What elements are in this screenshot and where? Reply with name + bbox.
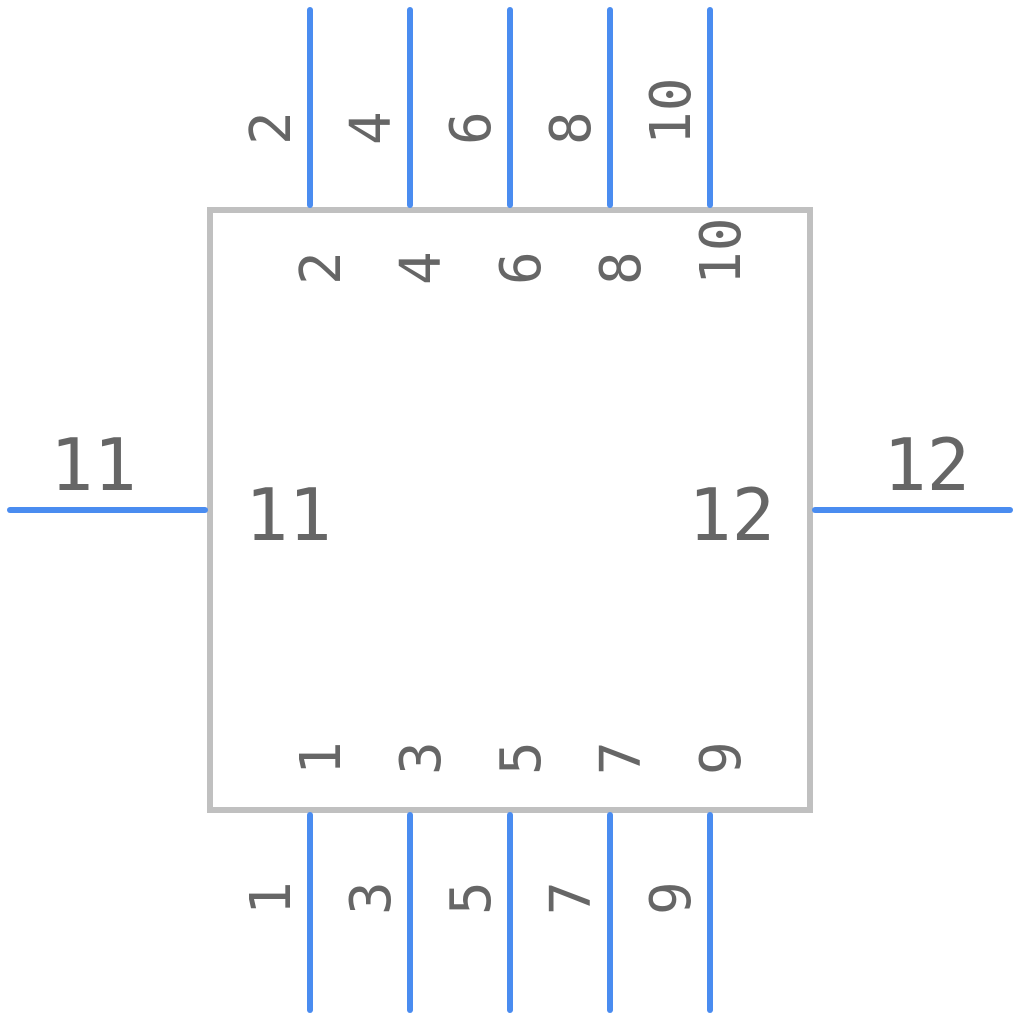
pins-layer xyxy=(7,7,1013,1013)
pin-10-name: 10 xyxy=(689,218,754,285)
pin-12-number: 12 xyxy=(883,423,970,507)
pin-9-number: 9 xyxy=(639,881,704,915)
pin-4-number: 4 xyxy=(339,111,404,145)
pin-6-name: 6 xyxy=(489,251,554,285)
pin-4-name: 4 xyxy=(389,251,454,285)
component-body xyxy=(207,207,813,813)
pin-11-name: 11 xyxy=(245,473,332,557)
pin-3-name: 3 xyxy=(389,741,454,775)
pin-1-number: 1 xyxy=(239,881,304,915)
pin-3-number: 3 xyxy=(339,881,404,915)
pin-7-number: 7 xyxy=(539,881,604,915)
pin-2-name: 2 xyxy=(289,251,354,285)
pin-8-name: 8 xyxy=(589,251,654,285)
pin-5-name: 5 xyxy=(489,741,554,775)
pin-5-number: 5 xyxy=(439,881,504,915)
pin-2-number: 2 xyxy=(239,111,304,145)
pin-1-name: 1 xyxy=(289,741,354,775)
pin-12-name: 12 xyxy=(688,473,775,557)
pin-7-name: 7 xyxy=(589,741,654,775)
pin-9-name: 9 xyxy=(689,741,754,775)
pin-6-number: 6 xyxy=(439,111,504,145)
pin-11-number: 11 xyxy=(50,423,137,507)
pin-8-number: 8 xyxy=(539,111,604,145)
pin-10-number: 10 xyxy=(639,78,704,145)
